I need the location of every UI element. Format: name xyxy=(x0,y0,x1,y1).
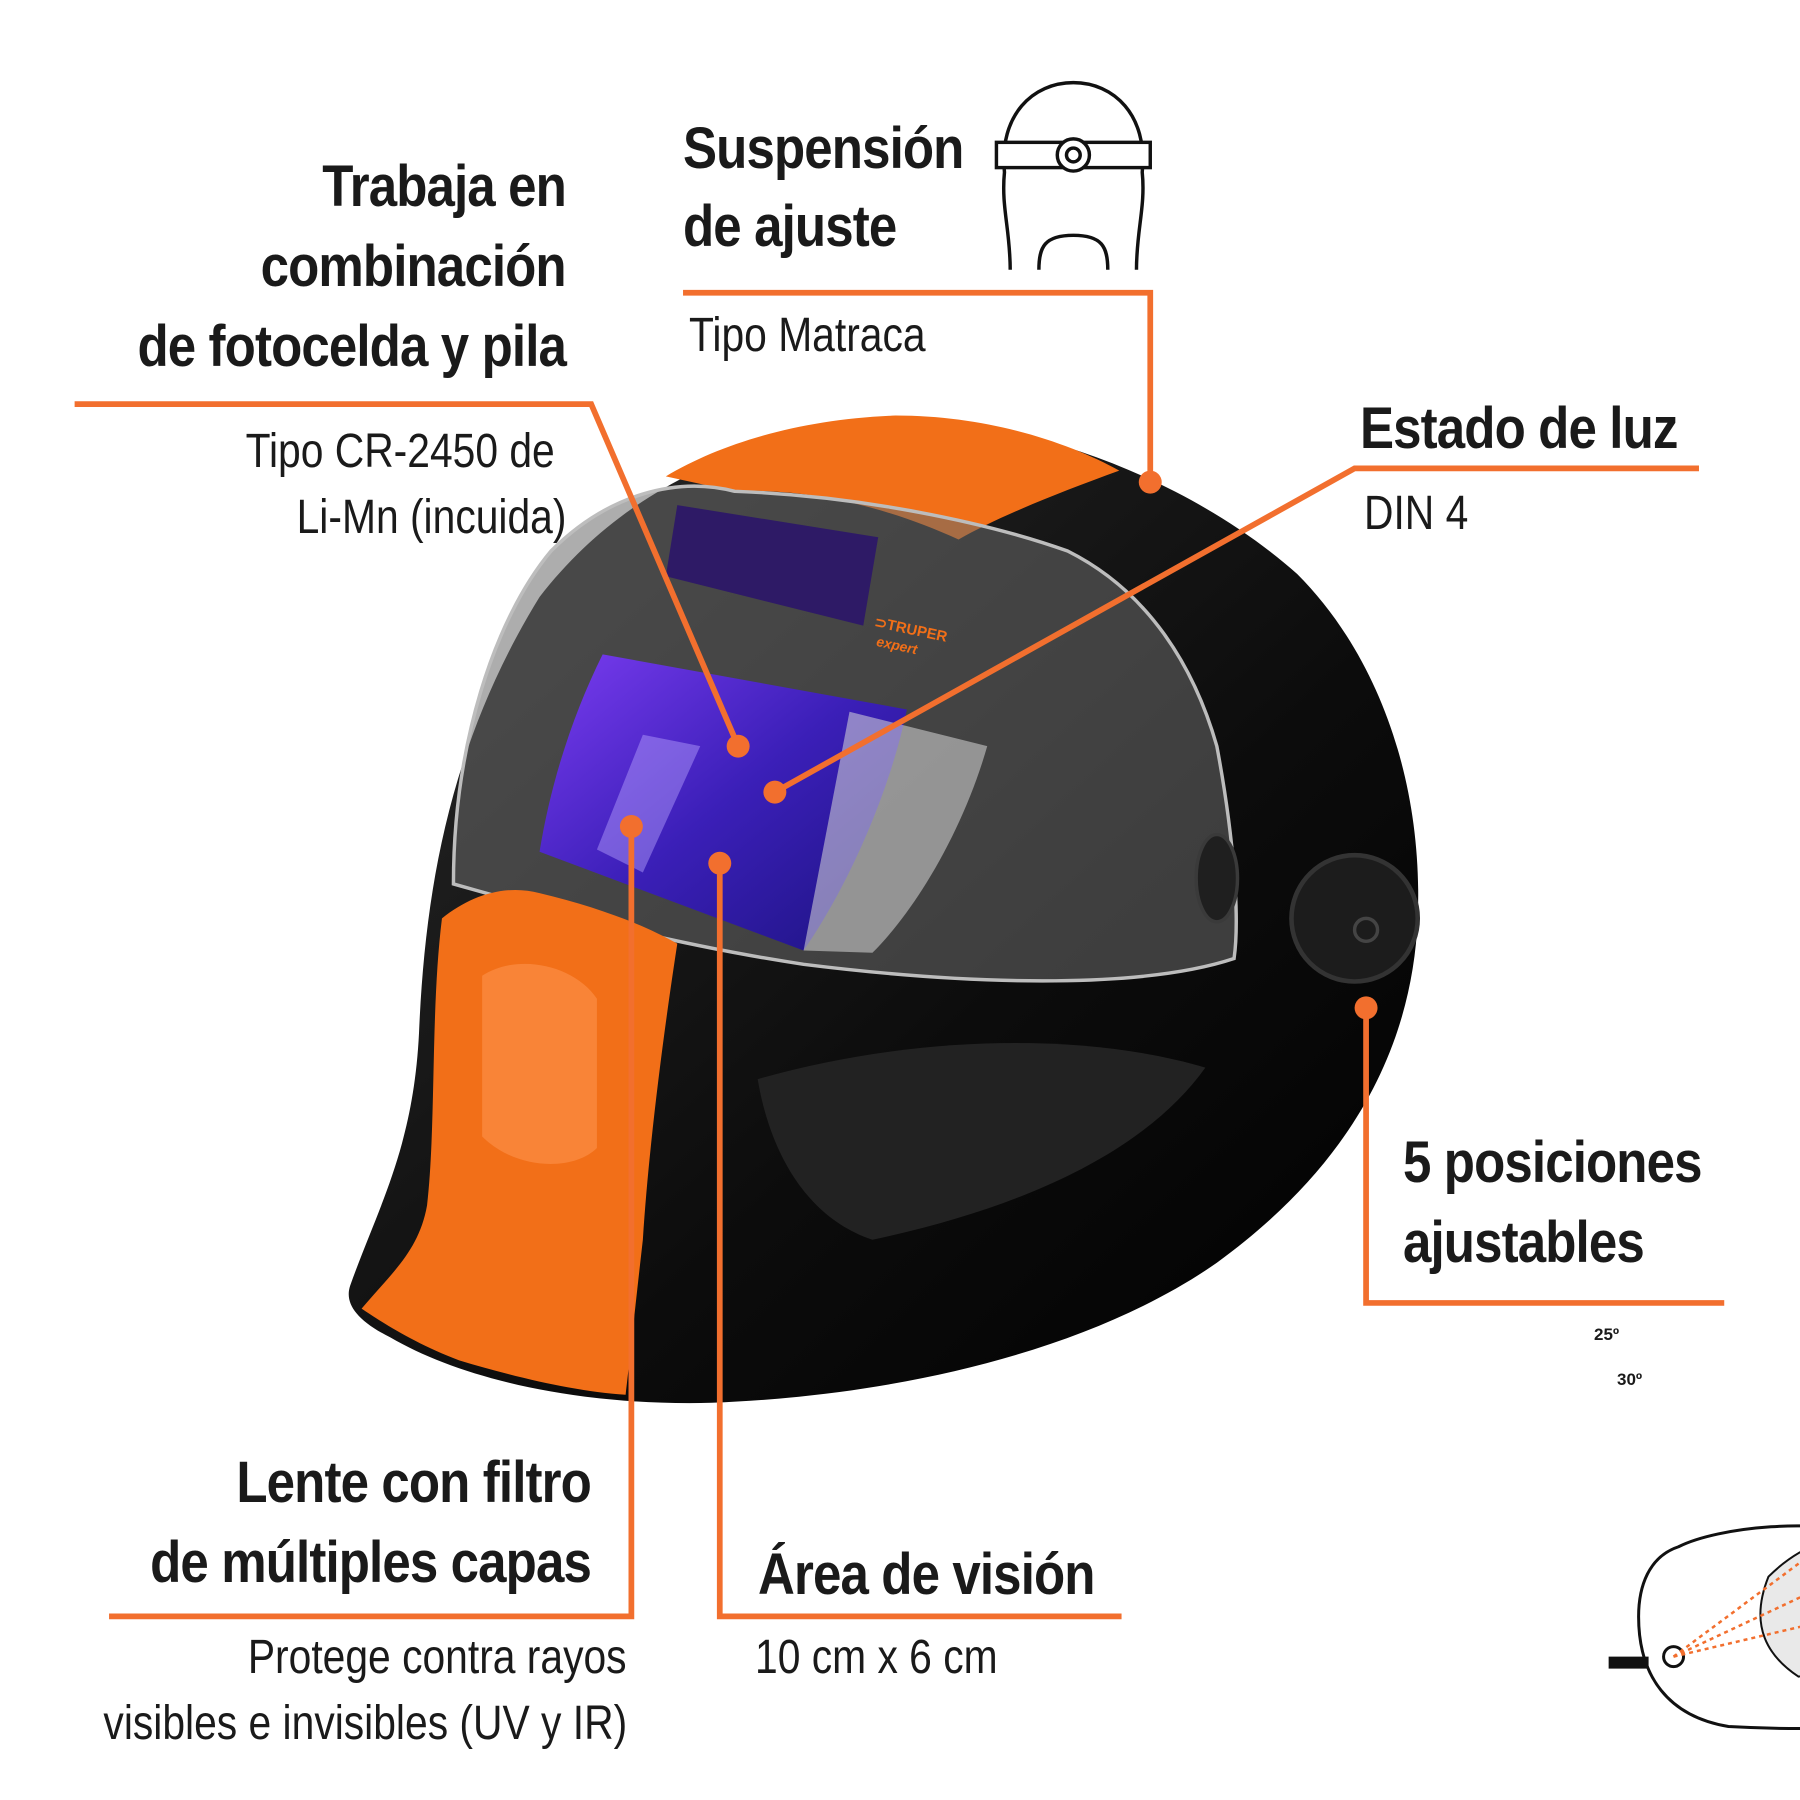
battery-leader xyxy=(74,401,741,748)
light-state-detail: DIN 4 xyxy=(1364,487,1469,540)
sensor-window xyxy=(665,505,879,626)
callout-lines xyxy=(74,289,1725,1620)
lens-detail-line-1: Protege contra rayos xyxy=(248,1631,627,1684)
suspension-title-line-1: Suspensión xyxy=(683,116,964,181)
battery-title-line-1: Trabaja en xyxy=(322,154,567,219)
lens-title-line-2: de múltiples capas xyxy=(150,1530,592,1595)
battery-detail-line-2: Li-Mn (incuida) xyxy=(296,491,566,544)
light-leader xyxy=(773,465,1699,795)
light-state-title: Estado de luz xyxy=(1360,396,1678,461)
view-area-title: Área de visión xyxy=(758,1542,1095,1607)
lens-leader xyxy=(109,826,635,1620)
suspension-leader xyxy=(683,289,1154,483)
positions-title-line-1: 5 posiciones xyxy=(1403,1130,1703,1195)
angle-label-25: 25º xyxy=(1594,1325,1620,1344)
battery-detail-line-1: Tipo CR-2450 de xyxy=(245,425,555,478)
callout-dots xyxy=(619,470,1378,1020)
battery-title-line-3: de fotocelda y pila xyxy=(137,314,566,379)
suspension-detail: Tipo Matraca xyxy=(689,309,926,362)
angle-label-30: 30º xyxy=(1617,1370,1643,1389)
helmet-angle-diagram-icon xyxy=(1608,1524,1800,1730)
head-ratchet-icon xyxy=(994,80,1152,270)
positions-leader xyxy=(1363,1007,1725,1306)
lens-title-line-1: Lente con filtro xyxy=(236,1450,591,1515)
helmet-top-stripe xyxy=(665,415,1120,540)
view-leader xyxy=(716,863,1122,1620)
battery-title-line-2: combinación xyxy=(260,234,567,299)
suspension-title-line-2: de ajuste xyxy=(683,194,897,259)
ratchet-knob xyxy=(1289,852,1421,984)
view-area-detail: 10 cm x 6 cm xyxy=(755,1631,998,1684)
positions-title-line-2: ajustables xyxy=(1403,1210,1645,1275)
lens-detail-line-2: visibles e invisibles (UV y IR) xyxy=(103,1697,627,1750)
